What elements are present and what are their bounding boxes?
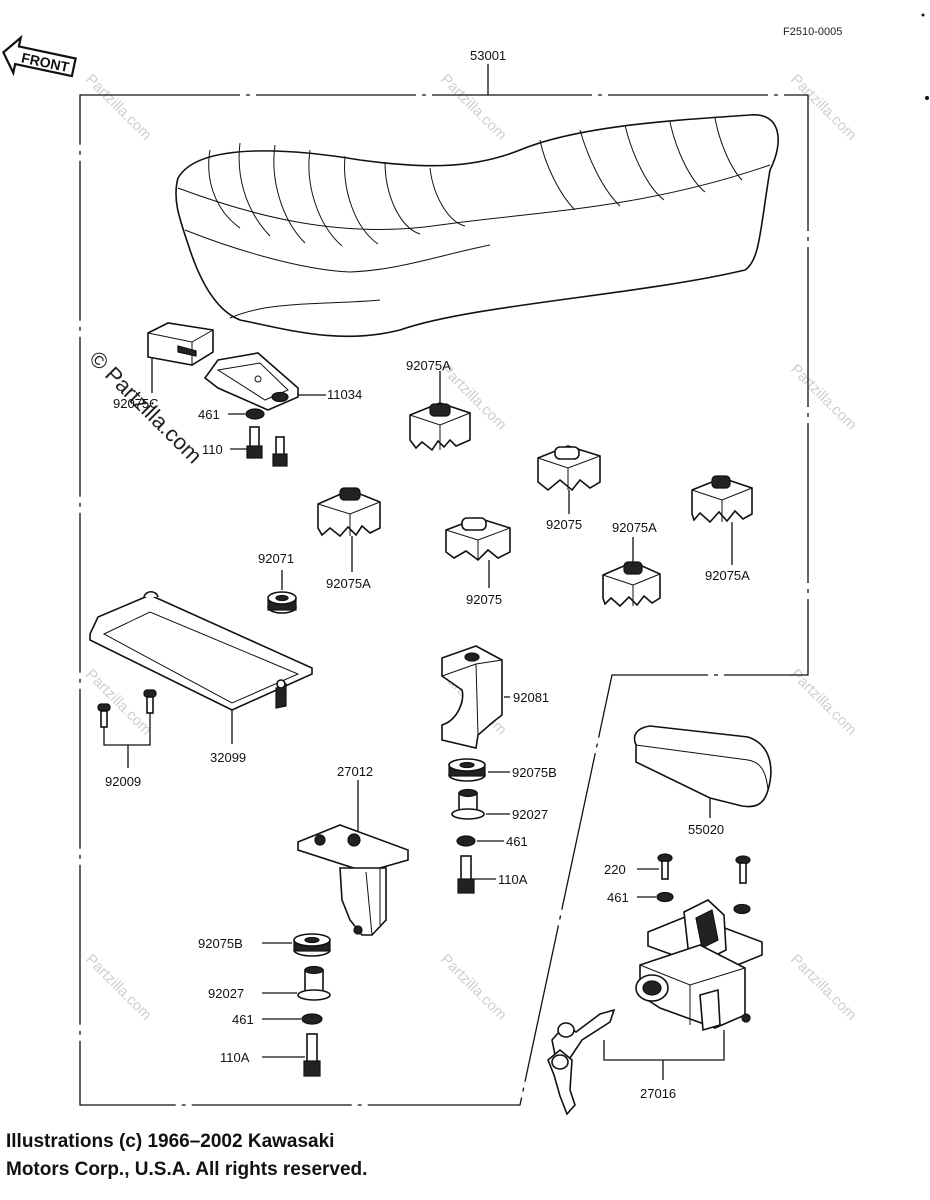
damper-92075a-3: 92075A <box>602 520 661 608</box>
speck <box>921 13 925 17</box>
watermark: Partzilla.com <box>787 71 860 144</box>
copyright-line-1: Illustrations (c) 1966–2002 Kawasaki <box>6 1131 335 1152</box>
screws-92009: 92009 <box>97 689 157 789</box>
label-92009: 92009 <box>105 774 141 789</box>
watermark: Partzilla.com <box>82 951 155 1024</box>
bolt-110a-mid: 110A <box>457 855 528 894</box>
damper-92075b-bottom: 92075B <box>198 933 331 957</box>
label-92075b-bottom: 92075B <box>198 936 243 951</box>
bracket-92081: 92081 <box>441 645 549 749</box>
bolt-110: 110 <box>202 426 288 467</box>
label-53001: 53001 <box>470 48 506 63</box>
label-92075a-2: 92075A <box>326 576 371 591</box>
damper-92075-2: 92075 <box>445 517 511 607</box>
diagram-code: F2510-0005 <box>783 26 842 38</box>
front-arrow: FRONT <box>1 34 77 78</box>
label-92075a-1: 92075A <box>406 358 451 373</box>
grommet-92071: 92071 <box>258 551 297 614</box>
damper-92075a-2: 92075A <box>317 487 381 591</box>
hinge-bracket-27012: 27012 <box>297 764 409 936</box>
label-92075-1: 92075 <box>546 517 582 532</box>
watermark: Partzilla.com <box>82 71 155 144</box>
damper-92075b-mid: 92075B <box>448 758 557 782</box>
bolt-110a-bottom: 110A <box>220 1033 321 1077</box>
seat: 53001 <box>175 48 779 338</box>
label-11034: 11034 <box>327 387 362 402</box>
screw-220: 220 <box>604 853 751 884</box>
tray-32099: 32099 <box>89 590 313 765</box>
label-92081: 92081 <box>513 690 549 705</box>
label-92075b-mid: 92075B <box>512 765 557 780</box>
label-110a-bottom: 110A <box>220 1050 250 1065</box>
damper-92075a-1: 92075A <box>406 358 471 452</box>
copyright-line-2: Motors Corp., U.S.A. All rights reserved… <box>6 1159 368 1180</box>
label-110: 110 <box>202 442 223 457</box>
label-461-lock: 461 <box>607 890 629 905</box>
label-92075a-3: 92075A <box>612 520 657 535</box>
watermark: Partzilla.com <box>787 666 860 739</box>
label-92075c: 92075C <box>113 396 159 411</box>
watermark: Partzilla.com <box>787 951 860 1024</box>
seat-lock-27016: 27016 <box>547 899 763 1116</box>
watermark: Partzilla.com <box>787 361 860 434</box>
copyright-notice: Illustrations (c) 1966–2002 Kawasaki Mot… <box>6 1128 606 1184</box>
watermark: Partzilla.com <box>437 951 510 1024</box>
speck <box>925 96 929 100</box>
label-92075a-4: 92075A <box>705 568 750 583</box>
damper-92075a-4: 92075A <box>691 475 753 583</box>
collar-92027-bottom: 92027 <box>208 965 331 1001</box>
label-92075-2: 92075 <box>466 592 502 607</box>
label-220: 220 <box>604 862 626 877</box>
watermark: Partzilla.com <box>437 71 510 144</box>
label-92027-bottom: 92027 <box>208 986 244 1001</box>
watermark: Partzilla.com <box>82 666 155 739</box>
collar-92027-mid: 92027 <box>451 788 548 822</box>
damper-92075-1: 92075 <box>537 445 601 532</box>
label-32099: 32099 <box>210 750 246 765</box>
label-461-bottom: 461 <box>232 1012 254 1027</box>
label-461-mid: 461 <box>506 834 528 849</box>
washer-461-mid: 461 <box>456 834 528 849</box>
washer-461-bottom: 461 <box>232 1012 323 1027</box>
label-110a-mid: 110A <box>498 872 528 887</box>
lock-cover-55020: 55020 <box>633 725 772 837</box>
label-27016: 27016 <box>640 1086 676 1101</box>
label-27012: 27012 <box>337 764 373 779</box>
assembly-frame <box>79 94 809 1106</box>
label-92027-mid: 92027 <box>512 807 548 822</box>
label-55020: 55020 <box>688 822 724 837</box>
washer-461-top: 461 <box>198 391 289 422</box>
washer-461-lock: 461 <box>607 890 751 915</box>
damper-92075c: 92075C <box>113 322 214 411</box>
label-92071: 92071 <box>258 551 294 566</box>
label-461-top: 461 <box>198 407 220 422</box>
